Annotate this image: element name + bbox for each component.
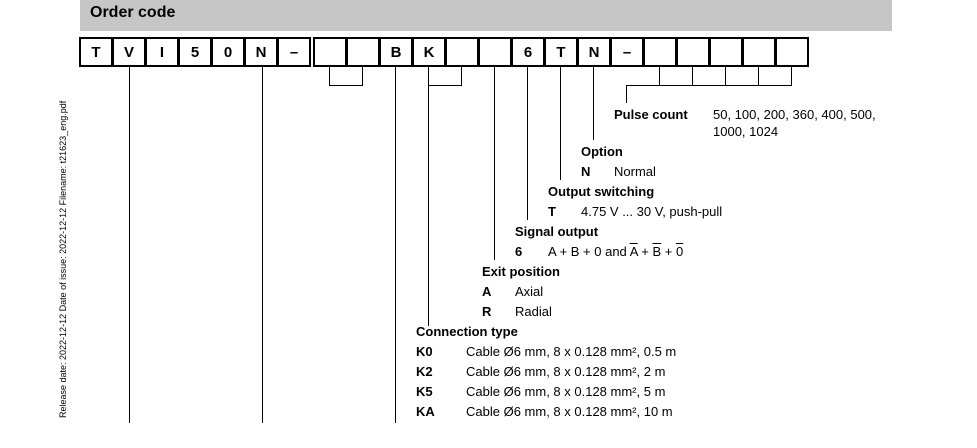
signal-output-code: 6: [515, 244, 523, 259]
page-title: Order code: [90, 4, 176, 21]
pulse-count-title: Pulse count: [614, 107, 688, 122]
code-cell: B: [379, 37, 413, 67]
option-desc: Normal: [614, 164, 656, 179]
code-cell: T: [79, 37, 113, 67]
signal-output-desc: A + B + 0 and A + B + 0: [548, 244, 684, 259]
bracket-line: [692, 67, 693, 85]
signal-output-line: [527, 67, 528, 220]
connection-type-desc: Cable Ø6 mm, 8 x 0.128 mm², 0.5 m: [466, 344, 677, 359]
bracket-line: [626, 85, 792, 86]
bracket-line: [725, 67, 726, 85]
pulse-count-values: 50, 100, 200, 360, 400, 500,: [713, 107, 876, 122]
bracket-line: [758, 67, 759, 85]
connection-type-code: K0: [416, 344, 433, 359]
bracket-line: [428, 85, 462, 86]
option-title: Option: [581, 144, 623, 159]
code-cell: 0: [211, 37, 245, 67]
output-switching-desc: 4.75 V ... 30 V, push-pull: [581, 204, 723, 219]
code-cell: [742, 37, 776, 67]
code-cell: [643, 37, 677, 67]
code-cell: V: [112, 37, 146, 67]
code-cell: N: [244, 37, 278, 67]
connector-line: [129, 67, 130, 423]
connection-type-line: [428, 67, 429, 326]
code-cell: [313, 37, 347, 67]
bracket-line: [329, 67, 330, 85]
pulse-count-values: 1000, 1024: [713, 124, 779, 139]
output-switching-title: Output switching: [548, 184, 655, 199]
exit-position-line: [494, 67, 495, 260]
code-cell: [676, 37, 710, 67]
exit-position-desc: Axial: [515, 284, 544, 299]
bracket-line: [461, 67, 462, 85]
connection-type-code: KA: [416, 404, 435, 419]
code-cell: [445, 37, 479, 67]
bracket-line: [659, 67, 660, 85]
section-header: Order code: [80, 0, 892, 31]
connection-type-desc: Cable Ø6 mm, 8 x 0.128 mm², 2 m: [466, 364, 666, 379]
output-switching-line: [560, 67, 561, 180]
code-cell: [478, 37, 512, 67]
code-cell: K: [412, 37, 446, 67]
exit-position-code: R: [482, 304, 492, 319]
code-cell: T: [544, 37, 578, 67]
pulse-count-line: [626, 85, 627, 103]
connection-type-code: K2: [416, 364, 433, 379]
exit-position-code: A: [482, 284, 492, 299]
code-cell: [775, 37, 809, 67]
order-code-row: T V I 5 0 N – B K 6 T N –: [79, 37, 813, 67]
output-switching-code: T: [548, 204, 556, 219]
connection-type-desc: Cable Ø6 mm, 8 x 0.128 mm², 5 m: [466, 384, 666, 399]
code-cell: –: [277, 37, 311, 67]
option-code: N: [581, 164, 591, 179]
code-cell: [346, 37, 380, 67]
connection-type-desc: Cable Ø6 mm, 8 x 0.128 mm², 10 m: [466, 404, 673, 419]
connection-type-title: Connection type: [416, 324, 518, 339]
bracket-line: [791, 67, 792, 85]
connection-type-code: K5: [416, 384, 433, 399]
release-info: Release date: 2022-12-12 Date of issue: …: [58, 100, 68, 418]
connector-line: [262, 67, 263, 423]
code-cell: I: [145, 37, 179, 67]
code-cell: 6: [511, 37, 545, 67]
code-cell: [709, 37, 743, 67]
signal-output-title: Signal output: [515, 224, 599, 239]
option-line: [593, 67, 594, 140]
connector-line: [395, 67, 396, 423]
exit-position-desc: Radial: [515, 304, 552, 319]
bracket-line: [329, 85, 363, 86]
code-cell: 5: [178, 37, 212, 67]
code-cell: N: [577, 37, 611, 67]
exit-position-title: Exit position: [482, 264, 560, 279]
bracket-line: [362, 67, 363, 85]
code-cell: –: [610, 37, 644, 67]
